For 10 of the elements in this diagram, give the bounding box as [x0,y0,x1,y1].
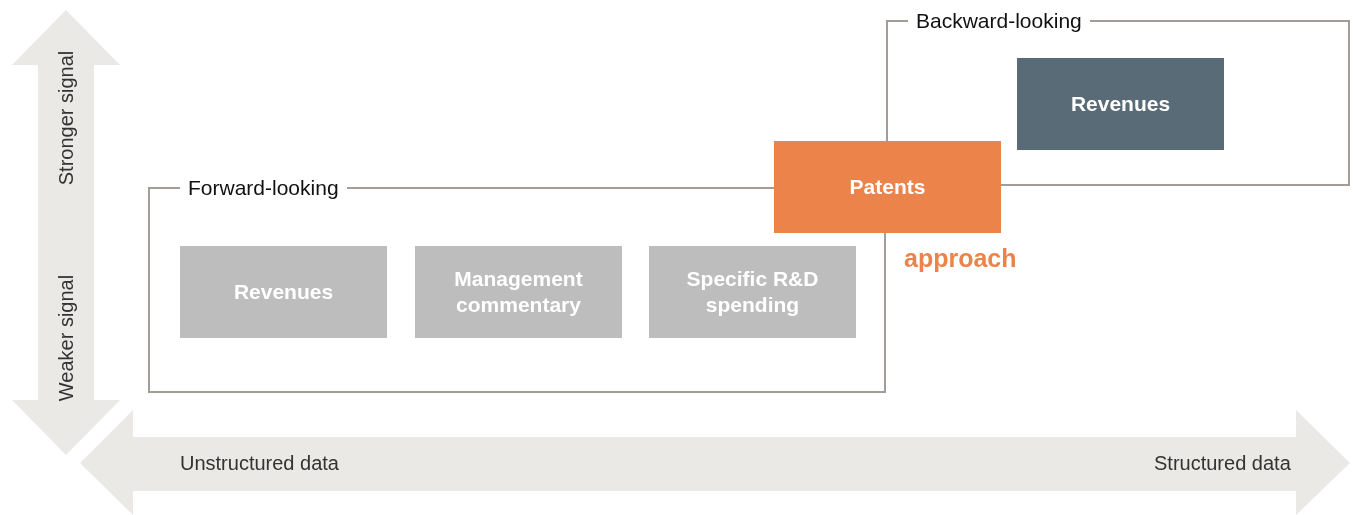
data-source-box: Management commentary [415,246,622,338]
axis-label: Stronger signal [54,50,78,186]
data-source-box: Revenues [180,246,387,338]
node-caption: approach [904,244,1017,273]
axis-label: Structured data [1154,452,1291,475]
axis-label: Unstructured data [180,452,339,475]
data-source-box: Specific R&D spending [649,246,856,338]
data-source-box: Patents [774,141,1001,233]
data-source-box: Revenues [1017,58,1224,150]
axis-label: Weaker signal [54,274,78,402]
